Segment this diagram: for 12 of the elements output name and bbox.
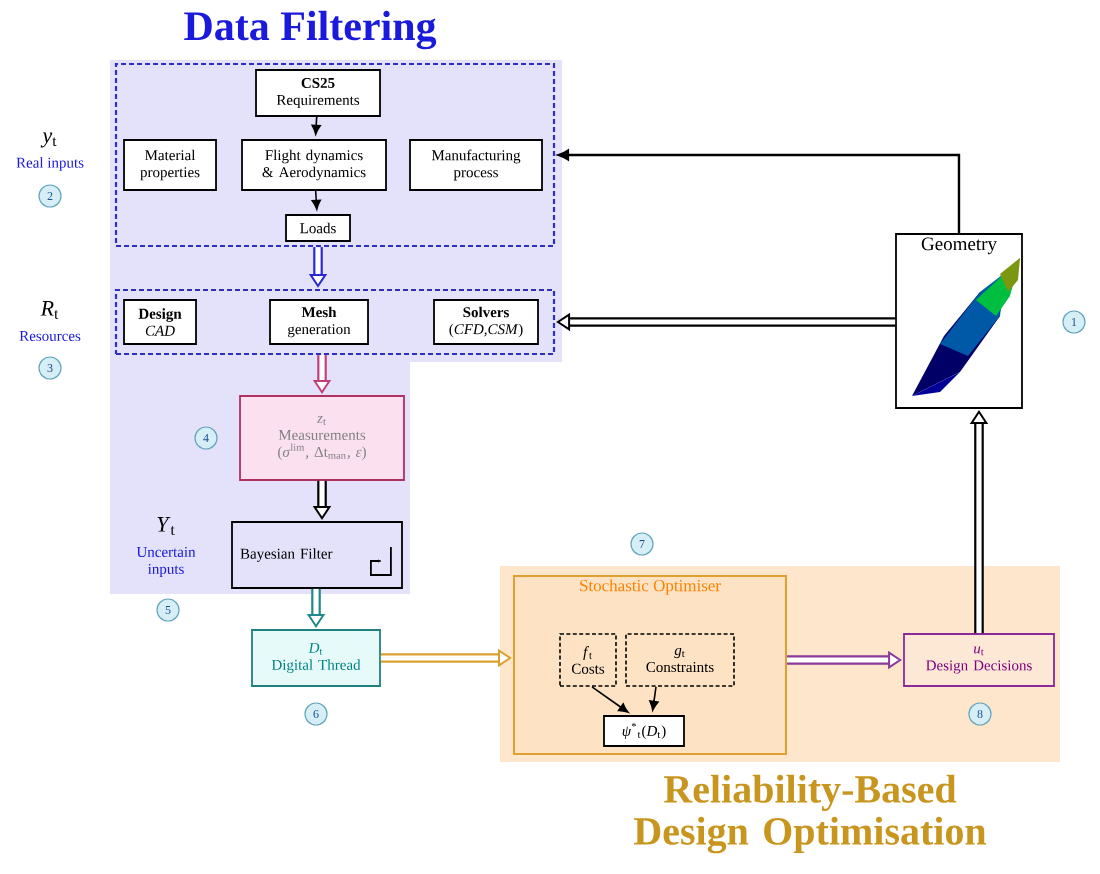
node-label: Data Filtering: [184, 10, 437, 50]
resource-group-box: [114, 288, 556, 356]
arrow: [311, 190, 321, 210]
node-label: Reliability-Based Design Optimisation: [634, 774, 987, 854]
arrow: [311, 116, 321, 135]
arrow: [591, 686, 629, 713]
arrow: [649, 686, 659, 711]
symbol-label: Y$_{t}$: [157, 517, 175, 535]
symbol-label: R$_{t}$: [40, 301, 59, 319]
symbol-label: y$_{t}$: [40, 132, 57, 148]
input-group-box: [114, 62, 556, 248]
arrow: [557, 149, 961, 234]
